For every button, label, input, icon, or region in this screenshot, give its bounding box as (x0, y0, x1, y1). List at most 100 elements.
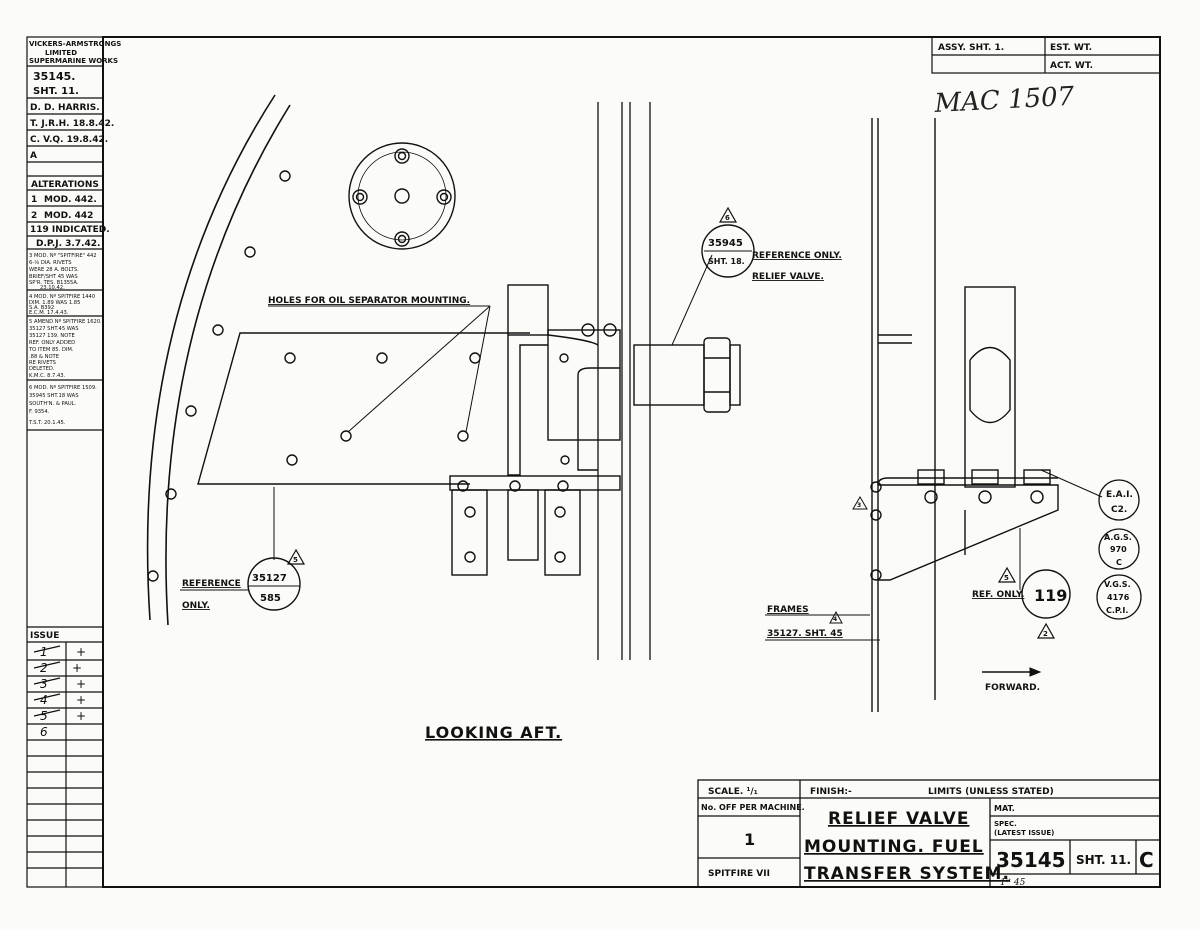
drawing-title-line-3: TRANSFER SYSTEM. (804, 864, 1010, 884)
holes-oil-separator-label: HOLES FOR OIL SEPARATOR MOUNTING. (268, 296, 470, 306)
right-ref-triangle-bottom-num: 2 (1043, 630, 1048, 638)
issue-row-left: 1 (40, 645, 48, 659)
ags-spec-line2: 970 (1110, 545, 1127, 554)
note-line: E.C.M. 17.4.43. (29, 310, 69, 316)
eai-spec-line2: C2. (1111, 505, 1127, 515)
frames-reference: 35127. SHT. 45 (767, 629, 843, 639)
est-wt-label: EST. WT. (1050, 43, 1092, 53)
left-ref-sheet: 585 (260, 593, 281, 604)
note-line: 35127 139. NOTE (29, 333, 75, 339)
looking-aft-label: LOOKING AFT. (425, 723, 562, 742)
eai-spec-bubble (1098, 479, 1140, 521)
reference-label-left: REFERENCE (182, 579, 241, 589)
fuselage-skin-outline (146, 94, 291, 626)
no-off-value: 1 (744, 830, 755, 849)
eai-spec-line1: E.A.I. (1106, 490, 1133, 500)
date-note: 1ˢᵗ 45 (1000, 878, 1026, 888)
issue-row-right: + (76, 645, 86, 659)
left-ref-bubble (247, 557, 301, 611)
checked-by: C. V.Q. 19.8.42. (30, 135, 108, 145)
issue-table: 1 + 2 + 3 + 4 + 5 + 6 (40, 645, 86, 739)
vgs-spec-line1: V.G.S. (1104, 580, 1131, 589)
note-line: .88 & NOTE (29, 354, 59, 360)
alteration-notes: 3 MOD. Nº "SPITFIRE" 442 6-⅛ DIA. RIVETS… (28, 253, 102, 426)
note-line: WERE 28 A. BOLTS. (29, 267, 79, 273)
issue-row-left: 4 (40, 693, 48, 707)
note-line: T.S.T. 20.1.45. (28, 420, 66, 426)
right-ref-triangle-top (997, 566, 1017, 583)
right-ref-triangle-bottom (1036, 622, 1056, 639)
note-line: 3 MOD. Nº "SPITFIRE" 442 (29, 253, 97, 259)
drawn-by: D. D. HARRIS. (30, 103, 100, 113)
relief-ref-triangle (718, 206, 738, 223)
note-line: TO ITEM 85. DIM. (28, 347, 74, 353)
relief-valve-label: RELIEF VALVE. (752, 272, 824, 282)
only-label-left: ONLY. (182, 601, 210, 611)
issue-row-left: 2 (40, 661, 48, 675)
drawing-number: 35145 (996, 848, 1066, 872)
issue-row-right: + (76, 709, 86, 723)
note-line: SP'R. TES. B1355A. (29, 280, 79, 286)
relief-ref-triangle-num: 6 (725, 214, 730, 222)
reference-only-label: REFERENCE ONLY. (752, 251, 842, 261)
frame-members-centre (597, 102, 651, 660)
no-off-per-machine-label: No. OFF PER MACHINE. (701, 803, 805, 812)
relief-ref-sheet: SHT. 18. (708, 257, 745, 266)
company-line-2: LIMITED (45, 49, 77, 57)
alteration-3-text: 119 INDICATED. (30, 225, 110, 235)
issue-row-right: + (76, 677, 86, 691)
drawing-border (102, 36, 1161, 888)
handwritten-reference: MAC 1507 (933, 82, 1076, 119)
right-ref-triangle-top-num: 5 (1004, 574, 1009, 582)
scale-label: SCALE. ¹/₁ (708, 787, 758, 797)
frames-triangle-num: 4 (833, 616, 837, 623)
issue-row-left: 5 (40, 709, 48, 723)
ags-spec-bubble (1098, 528, 1140, 570)
top-right-table (931, 36, 1161, 74)
note-line: F. 9354. (29, 409, 50, 415)
alteration-1-no: 1 (31, 195, 37, 205)
spec-label: SPEC. (994, 820, 1017, 828)
note-line: REF. ONLY ADDED (29, 340, 75, 346)
note-line: 4 MOD. Nº SPITFIRE 1440 (29, 294, 95, 300)
sheet-number: SHT. 11. (1076, 853, 1131, 867)
alteration-1-text: MOD. 442. (44, 195, 97, 205)
issue-row-left: 6 (40, 725, 48, 739)
left-info-block (26, 36, 104, 888)
issue-row-right: + (72, 661, 82, 675)
note-line: 35945 SHT.18 WAS (29, 393, 78, 399)
relief-valve-union (633, 337, 741, 413)
title-block-grid (697, 779, 1161, 888)
issue-heading: ISSUE (30, 631, 59, 641)
note-line: DIM. 1.89 WAS 1.85 (29, 300, 80, 306)
side-triangle-num: 3 (857, 502, 861, 509)
leader-lines (180, 254, 1103, 641)
side-triangle (852, 496, 868, 510)
oil-separator-mounting-plate (197, 332, 530, 485)
alterations-heading: ALTERATIONS (31, 180, 99, 190)
circular-cover-plate (348, 142, 456, 250)
company-line-1: VICKERS-ARMSTRONGS (29, 40, 121, 48)
drawing-no-label: 35145. (33, 70, 75, 83)
note-line: 35127 SHT.45 WAS (29, 326, 78, 332)
alteration-2-text: MOD. 442 (44, 211, 93, 221)
issue-row-right: + (76, 693, 86, 707)
drawing-title-line-2: MOUNTING. FUEL (804, 837, 984, 857)
relief-ref-bubble (701, 224, 755, 278)
bracket-assembly (449, 284, 621, 576)
note-line: K.M.C. 8.7.43. (29, 373, 66, 379)
ags-spec-line1: A.G.S. (1104, 533, 1132, 542)
limits-label: LIMITS (UNLESS STATED) (928, 787, 1054, 797)
note-line: S.A. B392 (29, 305, 54, 311)
vgs-spec-line3: C.P.I. (1106, 606, 1128, 615)
left-ref-triangle-num: 5 (293, 556, 298, 564)
assy-sheet-label: ASSY. SHT. 1. (938, 43, 1004, 53)
note-line: 23.10.42. (40, 285, 65, 291)
forward-arrow (982, 667, 1042, 677)
relief-ref-number: 35945 (708, 238, 743, 249)
latest-issue-label: (LATEST ISSUE) (994, 829, 1054, 837)
alteration-2-no: 2 (31, 211, 37, 221)
issue-strikeouts (33, 645, 61, 717)
note-line: DELETED. (29, 366, 55, 372)
